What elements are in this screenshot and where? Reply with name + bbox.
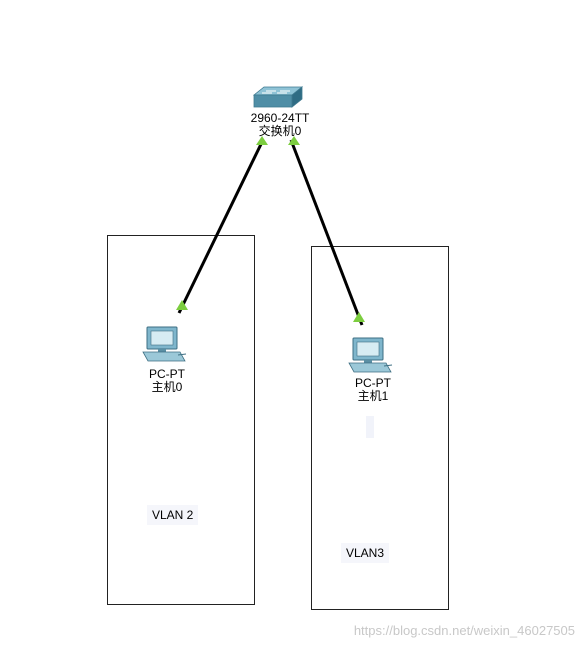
link-switch-host1[interactable] — [289, 139, 364, 326]
watermark: https://blog.csdn.net/weixin_46027505 — [353, 623, 575, 638]
switch-name: 交换机0 — [258, 124, 302, 138]
host1-label: PC-PT 主机1 — [355, 377, 391, 403]
switch-model: 2960-24TT — [250, 111, 310, 125]
vlan2-area[interactable] — [107, 235, 255, 605]
port-up-icon — [353, 312, 365, 322]
port-up-icon — [256, 136, 268, 145]
port-up-icon — [288, 136, 300, 145]
vlan2-label: VLAN 2 — [147, 505, 199, 525]
host1-name: 主机1 — [357, 389, 389, 403]
port-up-icon — [176, 300, 188, 310]
empty-label-placeholder — [366, 416, 374, 438]
link-switch-host0[interactable] — [177, 139, 265, 314]
host0-label: PC-PT 主机0 — [149, 368, 185, 394]
vlan3-label: VLAN3 — [341, 543, 390, 563]
switch-label: 2960-24TT 交换机0 — [251, 112, 310, 138]
host0-model: PC-PT — [149, 367, 185, 381]
host0-name: 主机0 — [151, 380, 183, 394]
vlan3-area[interactable] — [311, 246, 449, 610]
host1-model: PC-PT — [355, 376, 391, 390]
